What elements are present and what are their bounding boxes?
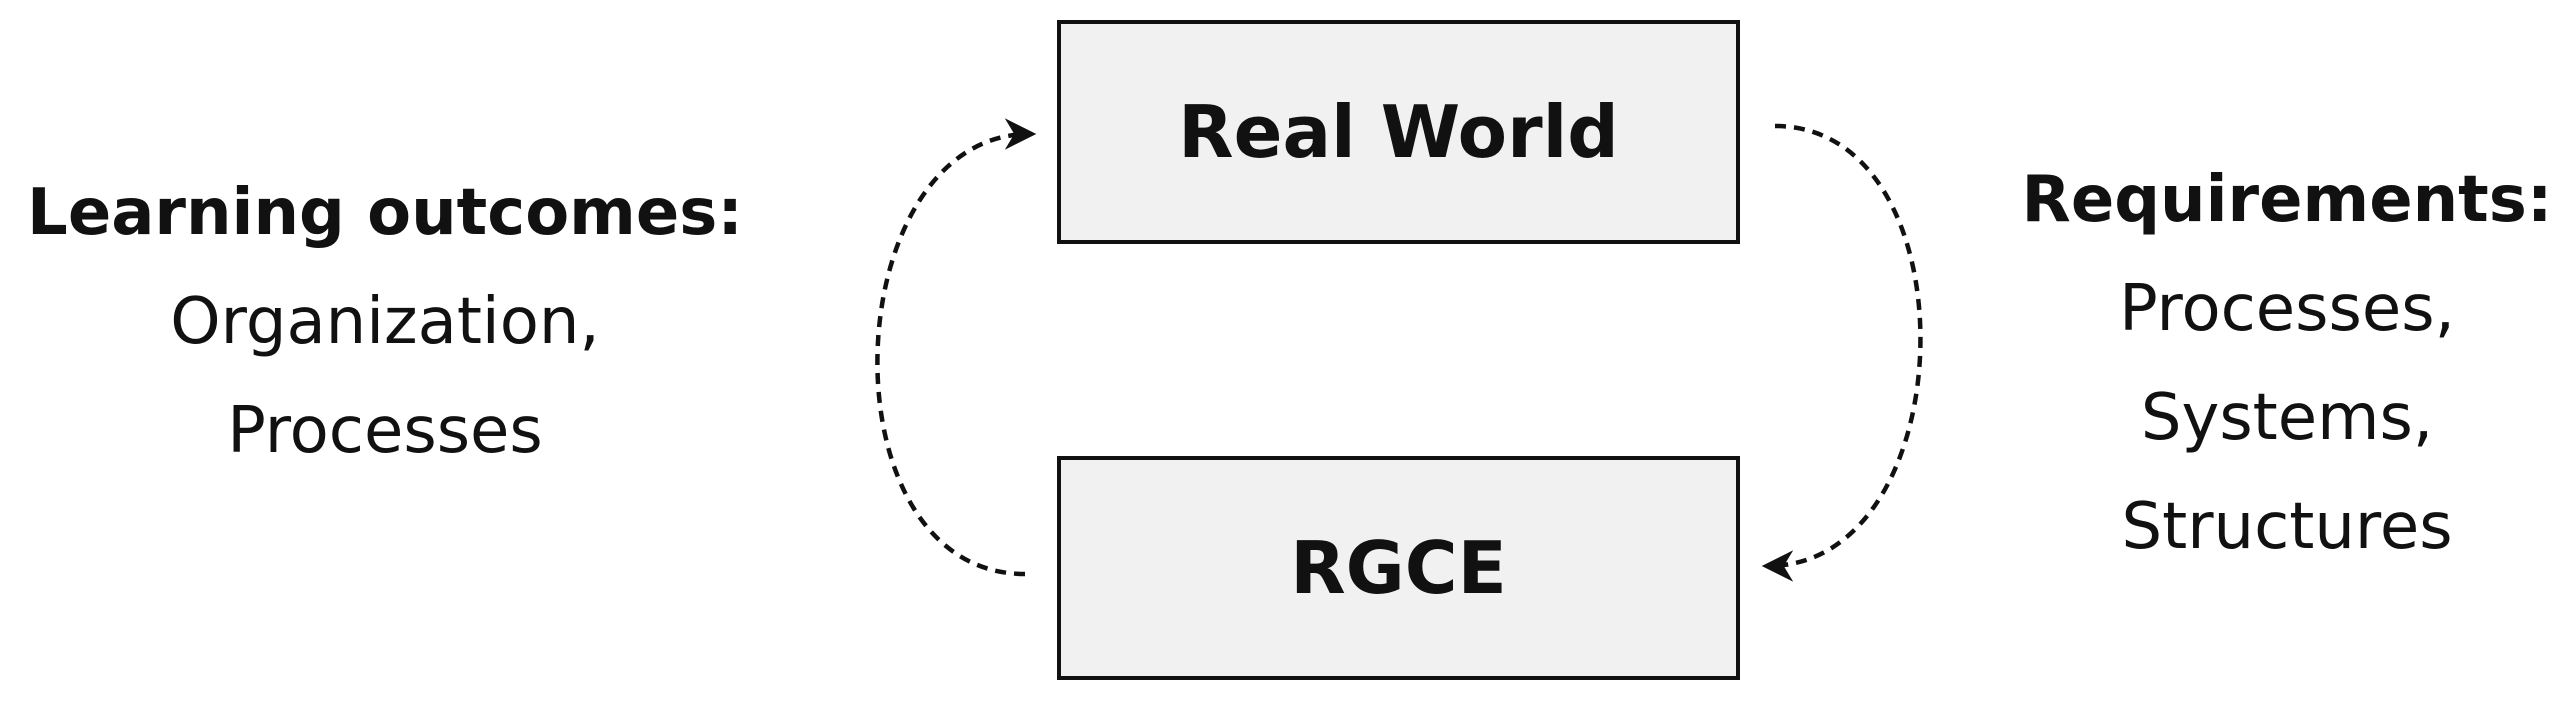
requirement-item: Systems,	[2140, 381, 2434, 455]
learning-outcome-item: Processes	[227, 394, 543, 468]
rgce-label: RGCE	[1290, 526, 1507, 610]
arrow-rgce-to-real-world	[875, 118, 1037, 577]
learning-outcome-item: Organization,	[170, 285, 600, 359]
requirement-item: Structures	[2121, 490, 2453, 564]
learning-outcomes-panel: Learning outcomes: Organization, Process…	[0, 159, 770, 486]
requirement-item: Processes,	[2119, 272, 2455, 346]
arrow-real-world-to-rgce	[1761, 123, 1923, 582]
real-world-box: Real World	[1057, 20, 1740, 244]
real-world-label: Real World	[1178, 90, 1619, 174]
requirements-heading: Requirements:	[2021, 163, 2553, 237]
rgce-box: RGCE	[1057, 456, 1740, 680]
requirements-panel: Requirements: Processes, Systems, Struct…	[2000, 146, 2574, 582]
learning-outcomes-heading: Learning outcomes:	[27, 176, 743, 250]
